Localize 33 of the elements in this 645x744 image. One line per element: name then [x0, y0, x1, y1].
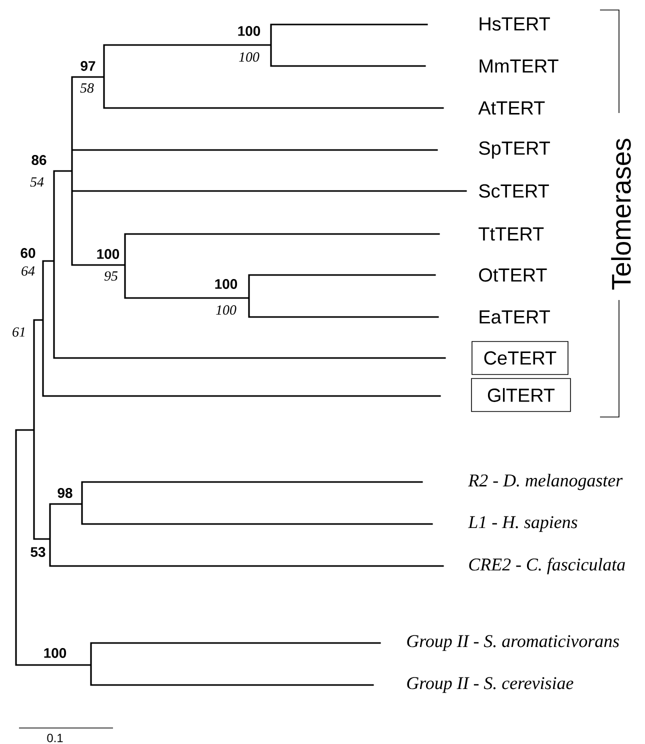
bootstrap-value: 100 — [216, 305, 236, 315]
bootstrap-value: 100 — [238, 26, 260, 36]
taxon-label: CRE2 - C. fasciculata — [469, 558, 625, 574]
boxed-taxon-label: GlTERT — [471, 378, 571, 412]
taxon-label: TtTERT — [478, 227, 544, 241]
bootstrap-value: 58 — [80, 83, 94, 93]
taxon-label: L1 - H. sapiens — [468, 516, 578, 532]
bootstrap-value: 98 — [58, 488, 72, 498]
group-label: Telomerases — [611, 138, 631, 290]
bootstrap-value: 100 — [239, 52, 260, 62]
bootstrap-value: 60 — [20, 248, 36, 258]
boxed-taxon-label: CeTERT — [472, 341, 568, 375]
taxon-label: Group II - S. cerevisiae — [407, 677, 574, 693]
taxon-label: OtTERT — [479, 268, 547, 282]
taxon-label: HsTERT — [480, 17, 550, 31]
bootstrap-value: 100 — [44, 648, 66, 658]
taxon-label: MmTERT — [480, 60, 558, 73]
bootstrap-value: 53 — [30, 547, 46, 557]
bootstrap-value: 95 — [104, 271, 118, 281]
taxon-label: SpTERT — [479, 141, 550, 159]
bootstrap-value: 100 — [97, 249, 120, 259]
bootstrap-value: 97 — [80, 61, 96, 71]
taxon-label: AtTERT — [478, 101, 545, 115]
scale-label: 0.1 — [47, 734, 63, 742]
bootstrap-value: 64 — [22, 266, 35, 276]
taxon-label: ScTERT — [479, 184, 549, 198]
taxon-label: EaTERT — [480, 310, 550, 324]
taxon-label: R2 - D. melanogaster — [468, 474, 623, 490]
bootstrap-value: 61 — [12, 327, 24, 337]
bootstrap-value: 86 — [32, 155, 46, 165]
taxon-label: Group II - S. aromaticivorans — [407, 635, 619, 651]
bootstrap-value: 100 — [215, 279, 238, 289]
bootstrap-value: 54 — [30, 177, 44, 187]
